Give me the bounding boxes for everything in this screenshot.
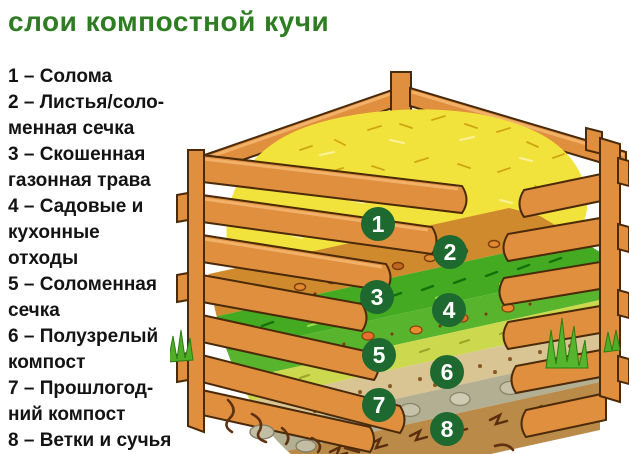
svg-text:3: 3 xyxy=(371,284,384,310)
slat-tenon xyxy=(617,354,629,386)
left-post xyxy=(176,149,205,434)
svg-text:2: 2 xyxy=(444,239,457,265)
right-wall-slat xyxy=(498,259,607,307)
grass-tufts xyxy=(170,317,621,369)
legend: 1 – Солома 2 – Листья/соло- менная сечка… xyxy=(8,64,188,454)
left-wall-slat xyxy=(201,388,375,454)
legend-line: 4 – Садовые и xyxy=(8,196,144,217)
legend-line: сечка xyxy=(8,300,60,321)
legend-line: 5 – Соломенная xyxy=(8,274,157,295)
legend-line: 6 – Полузрелый xyxy=(8,326,159,347)
right-wall-slat xyxy=(520,391,607,439)
legend-line: кухонные xyxy=(8,222,100,243)
svg-text:4: 4 xyxy=(443,297,456,323)
legend-line: 1 – Солома xyxy=(8,66,113,87)
layer-marker-1: 1 xyxy=(361,207,395,241)
layer-marker-7: 7 xyxy=(362,388,396,422)
layer-marker-3: 3 xyxy=(360,280,394,314)
slat-tenon xyxy=(617,288,629,320)
right-post xyxy=(599,136,629,404)
right-wall-slat xyxy=(518,171,607,219)
left-wall-slat xyxy=(201,353,406,435)
svg-text:7: 7 xyxy=(373,392,386,418)
layer-marker-5: 5 xyxy=(362,338,396,372)
slat-tenon xyxy=(176,271,189,304)
slat-tenon xyxy=(176,191,189,224)
legend-line: газонная трава xyxy=(8,170,151,191)
legend-line: компост xyxy=(8,352,86,373)
layer-markers: 1 2 3 4 5 6 7 xyxy=(360,207,467,446)
compost-bin-illustration: 1 2 3 4 5 6 7 xyxy=(170,71,629,454)
svg-text:1: 1 xyxy=(372,211,385,237)
layer-marker-2: 2 xyxy=(433,235,467,269)
right-wall-slat xyxy=(502,303,607,351)
svg-text:8: 8 xyxy=(441,416,454,442)
right-wall-slat xyxy=(502,215,607,263)
svg-text:5: 5 xyxy=(373,342,386,368)
legend-line: 2 – Листья/соло- xyxy=(8,92,165,113)
layer-marker-8: 8 xyxy=(430,412,464,446)
legend-line: 8 – Ветки и сучья xyxy=(8,430,172,451)
legend-line: 7 – Прошлогод- xyxy=(8,378,154,399)
slat-tenon xyxy=(617,156,629,188)
layer-grass xyxy=(203,232,600,358)
slat-tenon xyxy=(617,222,629,254)
loose-twigs xyxy=(225,398,515,454)
layer-marker-6: 6 xyxy=(430,355,464,389)
layer-marker-4: 4 xyxy=(432,293,466,327)
page-title: слои компостной кучи xyxy=(8,6,330,37)
svg-text:6: 6 xyxy=(441,359,454,385)
legend-line: отходы xyxy=(8,248,79,269)
ground-debris xyxy=(225,398,515,454)
left-wall-slat xyxy=(201,153,468,215)
legend-line: ний компост xyxy=(8,404,126,425)
legend-line: 3 – Скошенная xyxy=(8,144,146,165)
legend-line: менная сечка xyxy=(8,118,135,139)
